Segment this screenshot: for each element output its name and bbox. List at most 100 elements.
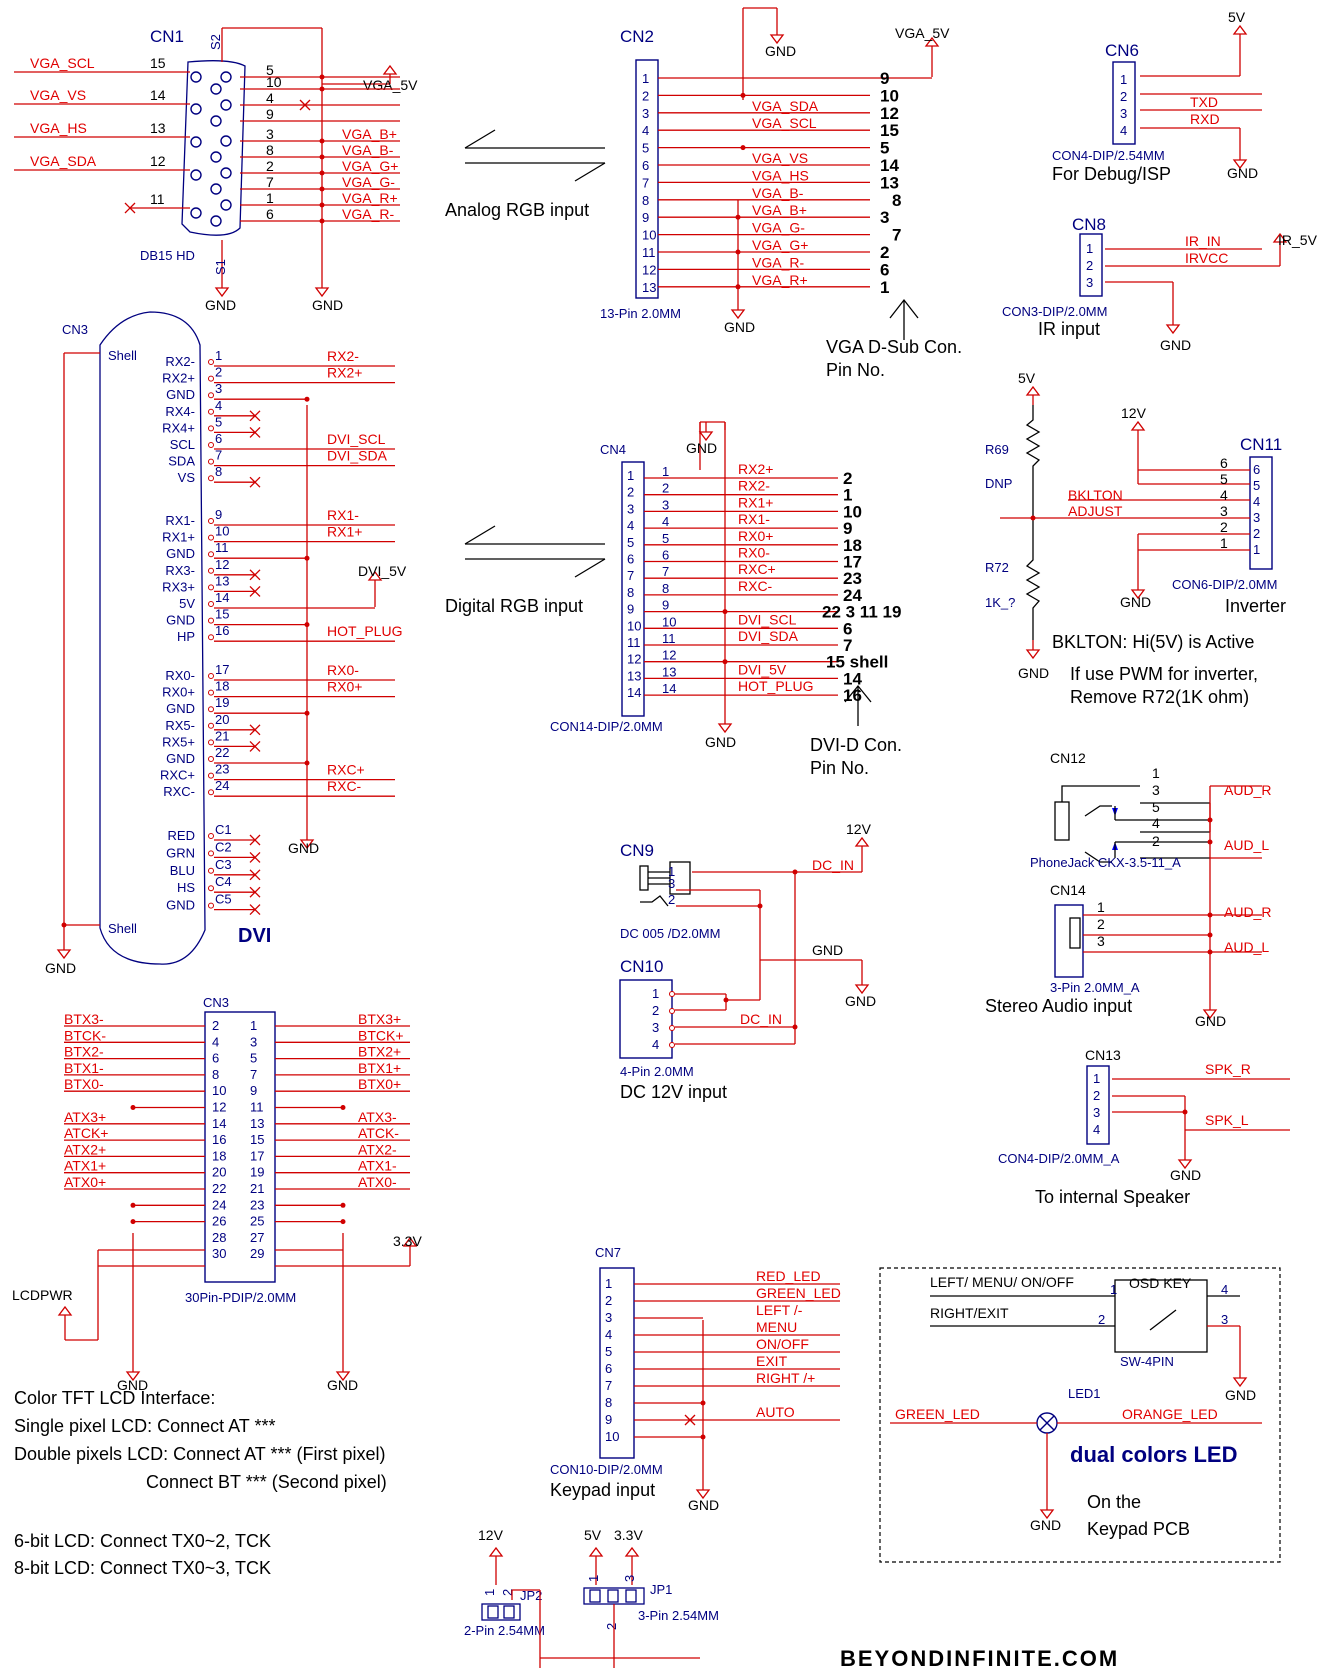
watermark: BEYONDINFINITE.COM <box>840 1646 1119 1668</box>
cn4-ref: CN4 <box>600 442 626 457</box>
db15-pin <box>190 103 202 115</box>
db15-shell-outline <box>181 60 246 236</box>
pin-point <box>208 789 214 796</box>
cn1-rsig-8: VGA_R+ <box>342 190 398 206</box>
pin-point <box>208 408 214 415</box>
cn3b-lsig-4: BTX0- <box>64 1076 104 1092</box>
cn3b-odd-13: 27 <box>250 1230 264 1245</box>
cn3-name-14: GND <box>166 613 195 628</box>
cn3b-rsig-9: ATX1- <box>358 1158 397 1174</box>
cn2-dsub-11: 6 <box>880 260 889 279</box>
pin-point <box>208 534 214 541</box>
kp-title: dual colors LED <box>1070 1442 1237 1467</box>
cn3b-even-2: 6 <box>212 1051 219 1066</box>
cn3b-odd-0: 1 <box>250 1018 257 1033</box>
cn7-sig-4: ON/OFF <box>756 1336 809 1352</box>
cn4-dvi-1: 1 <box>843 486 852 505</box>
cn7-sig-1: GREEN_LED <box>756 1285 841 1301</box>
cn8-ir5v: IR_5V <box>1278 232 1318 248</box>
cn2-dsub-5: 14 <box>880 156 899 175</box>
no-connect-mark <box>249 724 261 736</box>
cn1-ref: CN1 <box>150 27 184 46</box>
cn3-pin-23: 24 <box>215 778 229 793</box>
cn9-part: DC 005 /D2.0MM <box>620 926 720 941</box>
pin-point <box>208 518 214 524</box>
kp-gnd2: GND <box>1030 1517 1061 1533</box>
cn2-pin-12: 13 <box>642 280 656 295</box>
cn1-gnd1: GND <box>205 297 236 313</box>
cn4-pinr-10: 11 <box>662 631 676 646</box>
cn3b-rsig-2: BTX2+ <box>358 1044 401 1060</box>
db15-pin <box>220 135 232 147</box>
cn1-gnd2: GND <box>312 297 343 313</box>
kp-p3: 3 <box>1221 1312 1228 1327</box>
lcd-notes: Color TFT LCD Interface: Single pixel LC… <box>14 1388 387 1578</box>
cn1-rsig-6: VGA_G+ <box>342 158 398 174</box>
cn7-pin-3: 4 <box>605 1327 612 1342</box>
cn3-name-24: RED <box>168 828 195 843</box>
cn12-part: PhoneJack CKX-3.5-11_A <box>1030 855 1181 870</box>
cn13-desc: To internal Speaker <box>1035 1187 1190 1207</box>
cn1-sig-3: VGA_SDA <box>30 153 97 169</box>
cn3b-odd-8: 17 <box>250 1148 264 1163</box>
junction-dot <box>130 1219 136 1225</box>
pin-point <box>208 739 214 746</box>
no-connect-mark <box>299 99 311 111</box>
cn10-part: 4-Pin 2.0MM <box>620 1064 694 1079</box>
jp2-p1: 1 <box>482 1589 497 1596</box>
cn3b-even-10: 22 <box>212 1181 226 1196</box>
cn4-gnd-top: GND <box>686 440 717 456</box>
cn4-pin-12: 13 <box>627 668 641 683</box>
pin-point <box>208 902 214 909</box>
cn6-pin-2: 3 <box>1120 106 1127 121</box>
no-connect-mark <box>249 886 261 898</box>
no-connect-mark <box>249 869 261 881</box>
db15-pin <box>210 151 222 163</box>
cn7-ref: CN7 <box>595 1245 621 1260</box>
cn3-name-20: RX5+ <box>162 734 195 749</box>
cn4-dvi-9: 6 <box>843 619 852 638</box>
cn4-sig-13: HOT_PLUG <box>738 678 813 694</box>
cn11-ref: CN11 <box>1240 435 1282 454</box>
cn3b-rsig-0: BTX3+ <box>358 1011 401 1027</box>
cn4-pin-5: 6 <box>627 552 634 567</box>
cn12-phonejack: CN12 AUD_R AUD_L PhoneJack CKX-3.5-11_A … <box>1030 750 1271 870</box>
cn13-pin-0: 1 <box>1093 1071 1100 1086</box>
cn1-rpin-0: 5 <box>266 62 274 78</box>
cn11-pinl-4: 2 <box>1220 519 1228 535</box>
cn3-pin-10: 11 <box>215 540 229 555</box>
cn1-rpin-3: 9 <box>266 106 274 122</box>
cn9-gnd-label: GND <box>812 942 843 958</box>
cn3-shell-gnd: GND <box>45 960 76 976</box>
cn3-pin-21: 22 <box>215 745 229 760</box>
junction-dot <box>340 1105 346 1110</box>
cn3b-odd-9: 19 <box>250 1165 264 1180</box>
cn3b-rsig-6: ATX3- <box>358 1109 397 1125</box>
cn11-gnd: GND <box>1120 594 1151 610</box>
cn4-dvi-5: 17 <box>843 553 862 572</box>
pin-point <box>208 772 214 779</box>
cn4-pinr-13: 14 <box>662 681 676 696</box>
cn11-pinl-5: 1 <box>1220 535 1228 551</box>
cn8-sig-0: IR_IN <box>1185 233 1221 249</box>
cn3-dvi5v: DVI_5V <box>358 563 407 579</box>
dvi-title: DVI <box>238 925 271 947</box>
cn12-audl: AUD_L <box>1224 837 1269 853</box>
cn4-pin-2: 3 <box>627 501 634 516</box>
cn4-pin-7: 8 <box>627 585 634 600</box>
cn3-pin-14: 15 <box>215 607 229 622</box>
db15-pin <box>220 71 232 83</box>
cn4-dvi-11: 15 shell <box>826 653 888 672</box>
kp-p2: 2 <box>1098 1312 1105 1327</box>
cn3b-odd-4: 9 <box>250 1083 257 1098</box>
dvi-shell-outline <box>99 311 206 965</box>
junction-dot <box>722 609 728 615</box>
cn3-name-12: RX3+ <box>162 579 195 594</box>
cn2-pin-4: 5 <box>642 141 649 156</box>
junction-dot <box>700 1400 706 1406</box>
cn3b-rsig-1: BTCK+ <box>358 1027 404 1043</box>
cn9-12v: 12V <box>846 821 872 837</box>
cn1-rpin-2: 4 <box>266 90 274 106</box>
cn11-pinl-0: 6 <box>1220 455 1228 471</box>
cn3b-lsig-3: BTX1- <box>64 1060 104 1076</box>
